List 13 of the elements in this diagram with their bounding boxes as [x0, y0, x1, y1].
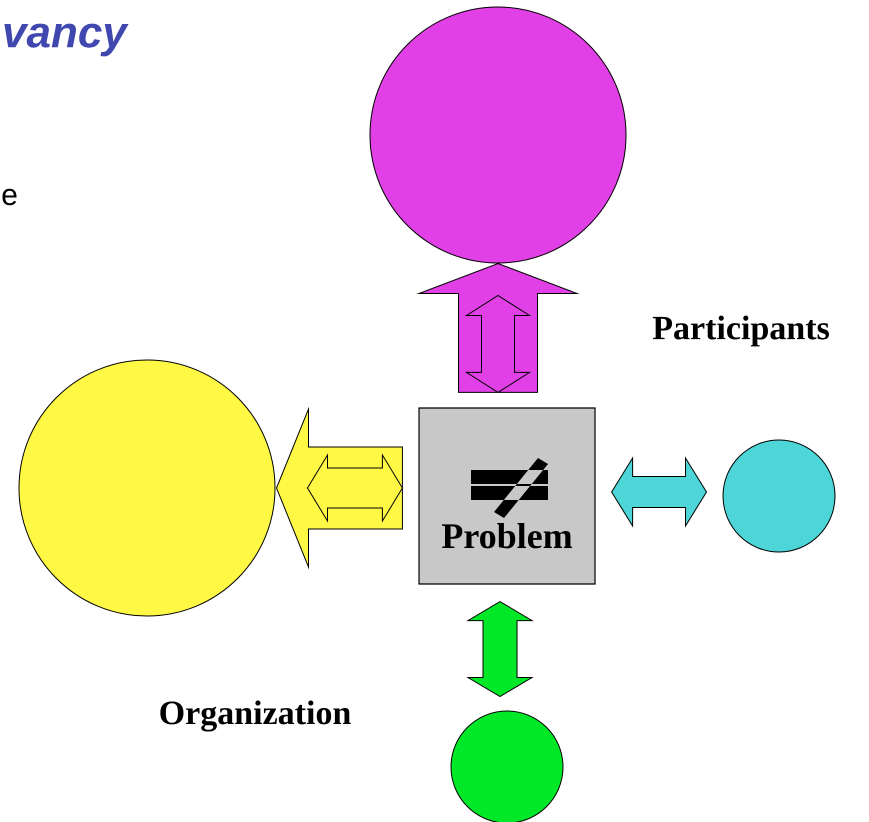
label: Organization [160, 700, 351, 732]
block-arrow [464, 294, 532, 393]
label: Participants [652, 316, 829, 346]
circle [18, 360, 276, 616]
problem-box: Problem [418, 407, 596, 585]
block-arrow [611, 456, 708, 528]
circle [450, 710, 564, 822]
circle [722, 440, 836, 552]
label: e [2, 188, 17, 206]
block-arrow [466, 601, 534, 698]
block-arrow [306, 453, 403, 523]
circle [370, 6, 626, 264]
title: vancy [4, 24, 129, 56]
